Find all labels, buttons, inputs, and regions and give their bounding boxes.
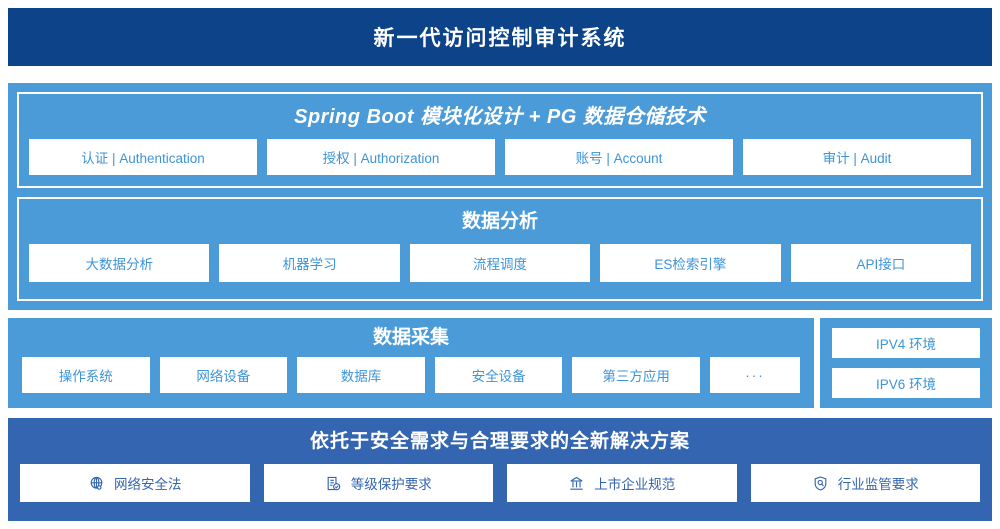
spring-boot-panel: Spring Boot 模块化设计 + PG 数据仓储技术 认证 | Authe… bbox=[17, 92, 983, 188]
collect-card-network-device[interactable]: 网络设备 bbox=[159, 357, 288, 393]
data-analysis-panel: 数据分析 大数据分析 机器学习 流程调度 ES检索引擎 API接口 bbox=[17, 197, 983, 301]
solution-card-label: 网络安全法 bbox=[114, 477, 182, 492]
solution-title: 依托于安全需求与合理要求的全新解决方案 bbox=[309, 431, 690, 452]
analysis-card-big-data[interactable]: 大数据分析 bbox=[29, 244, 210, 282]
data-analysis-card-row: 大数据分析 机器学习 流程调度 ES检索引擎 API接口 bbox=[29, 244, 972, 282]
data-analysis-title: 数据分析 bbox=[461, 211, 538, 232]
solution-card-label: 等级保护要求 bbox=[350, 477, 432, 492]
collect-card-database[interactable]: 数据库 bbox=[297, 357, 425, 393]
environment-section: IPV4 环境 IPV6 环境 bbox=[820, 318, 992, 408]
header-bar: 新一代访问控制审计系统 bbox=[8, 8, 992, 66]
page-title: 新一代访问控制审计系统 bbox=[373, 27, 627, 50]
shield-search-icon bbox=[812, 475, 829, 492]
solution-card-industry-supervision[interactable]: 行业监管要求 bbox=[750, 464, 980, 502]
analysis-card-process-scheduling[interactable]: 流程调度 bbox=[409, 244, 591, 282]
environment-card-ipv6[interactable]: IPV6 环境 bbox=[832, 368, 980, 398]
analysis-card-api[interactable]: API接口 bbox=[790, 244, 972, 282]
data-collection-title: 数据采集 bbox=[372, 327, 449, 348]
solution-card-label: 上市企业规范 bbox=[594, 477, 676, 492]
solution-card-row: 网络安全法 等级保护要求 bbox=[20, 464, 980, 502]
spring-card-audit[interactable]: 审计 | Audit bbox=[743, 139, 971, 175]
data-collection-section: 数据采集 操作系统 网络设备 数据库 安全设备 第三方应用 ··· bbox=[8, 318, 814, 408]
spring-boot-card-row: 认证 | Authentication 授权 | Authorization 账… bbox=[29, 139, 971, 175]
data-collection-card-row: 操作系统 网络设备 数据库 安全设备 第三方应用 ··· bbox=[22, 357, 800, 393]
environment-card-ipv4[interactable]: IPV4 环境 bbox=[832, 328, 980, 358]
bank-building-icon bbox=[568, 475, 585, 492]
spring-boot-title: Spring Boot 模块化设计 + PG 数据仓储技术 bbox=[294, 106, 706, 128]
solution-card-label: 行业监管要求 bbox=[837, 477, 919, 492]
collect-card-third-party-app[interactable]: 第三方应用 bbox=[572, 357, 700, 393]
globe-icon bbox=[88, 475, 105, 492]
analysis-card-machine-learning[interactable]: 机器学习 bbox=[219, 244, 400, 282]
spring-card-authentication[interactable]: 认证 | Authentication bbox=[29, 139, 257, 175]
spring-card-authorization[interactable]: 授权 | Authorization bbox=[267, 139, 495, 175]
document-check-icon bbox=[325, 475, 342, 492]
solution-section: 依托于安全需求与合理要求的全新解决方案 网络安全法 bbox=[8, 418, 992, 521]
solution-card-level-protection[interactable]: 等级保护要求 bbox=[263, 464, 493, 502]
solution-card-cybersecurity-law[interactable]: 网络安全法 bbox=[20, 464, 250, 502]
analysis-card-es-search[interactable]: ES检索引擎 bbox=[600, 244, 781, 282]
collect-card-security-device[interactable]: 安全设备 bbox=[434, 357, 563, 393]
collect-card-more[interactable]: ··· bbox=[709, 357, 800, 393]
platform-section: Spring Boot 模块化设计 + PG 数据仓储技术 认证 | Authe… bbox=[8, 83, 992, 310]
solution-card-listed-company-norms[interactable]: 上市企业规范 bbox=[507, 464, 737, 502]
spring-card-account[interactable]: 账号 | Account bbox=[505, 139, 733, 175]
collect-card-operating-system[interactable]: 操作系统 bbox=[22, 357, 150, 393]
